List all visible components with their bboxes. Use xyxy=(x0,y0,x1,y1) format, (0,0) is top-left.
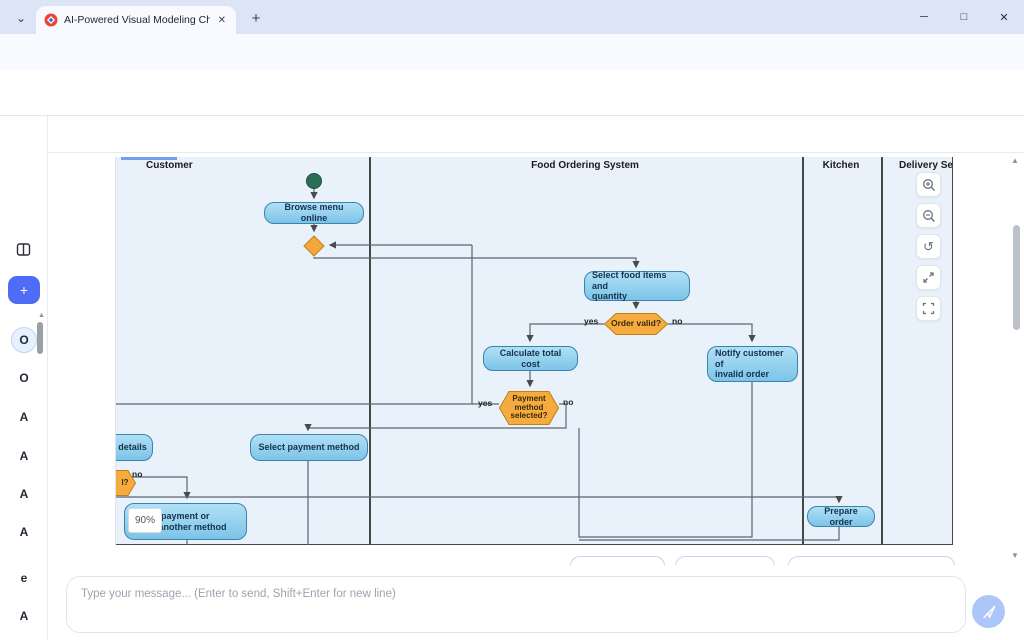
browser-tab[interactable]: AI-Powered Visual Modeling Ch ✕ xyxy=(36,6,236,34)
start-node[interactable] xyxy=(306,173,322,189)
node-label: details xyxy=(118,442,147,453)
reset-view-button[interactable]: ↺ xyxy=(916,234,941,259)
app-header: Chatbot Powered by Visual Paradigm ☾ Mor… xyxy=(0,70,1024,177)
sidebar-item[interactable]: A xyxy=(19,525,29,539)
sidebar-item[interactable]: e xyxy=(20,571,28,585)
flow-label-no: no xyxy=(563,397,574,407)
window-close-button[interactable]: ✕ xyxy=(999,11,1009,24)
sidebar-item[interactable]: A xyxy=(19,410,29,424)
diagram-right-edge xyxy=(952,157,953,545)
node-label: Select food items and xyxy=(592,269,667,291)
tab-title: AI-Powered Visual Modeling Ch xyxy=(64,14,210,26)
decision-label: l? xyxy=(121,477,129,487)
node-label: invalid order xyxy=(715,369,770,380)
sidebar-item[interactable]: O xyxy=(19,371,29,385)
flow-label-yes: yes xyxy=(584,316,599,326)
node-details-clipped[interactable]: details xyxy=(116,434,153,461)
zoom-level-badge: 90% xyxy=(128,508,162,533)
zoom-in-button[interactable] xyxy=(916,172,941,197)
tab-strip: ⌄ AI-Powered Visual Modeling Ch ✕ + ─ □ … xyxy=(0,0,1024,34)
message-input[interactable] xyxy=(67,577,965,632)
zoom-out-button[interactable] xyxy=(916,203,941,228)
node-label: e another method xyxy=(151,521,227,532)
window-minimize-button[interactable]: ─ xyxy=(920,11,928,23)
node-label: Prepare order xyxy=(824,505,858,527)
flow-label-yes: yes xyxy=(478,398,493,408)
lane-label-kitchen: Kitchen xyxy=(822,160,860,171)
node-prepare-order[interactable]: Prepare order xyxy=(807,506,875,527)
expand-button[interactable] xyxy=(916,265,941,290)
tab-close-icon[interactable]: ✕ xyxy=(217,14,226,26)
scrollbar-thumb[interactable] xyxy=(1013,225,1020,330)
sidebar-toggle-icon[interactable] xyxy=(16,242,31,257)
sidebar-item[interactable]: A xyxy=(19,487,29,501)
tab-search-chevron-icon[interactable]: ⌄ xyxy=(15,11,27,25)
tab-favicon xyxy=(44,13,58,27)
merge-diamond[interactable] xyxy=(303,235,325,257)
decision-label: Payment xyxy=(512,393,546,403)
flow-label-no: no xyxy=(672,316,683,326)
decision-clipped-left[interactable]: l? xyxy=(116,470,136,496)
decision-label: selected? xyxy=(510,411,548,421)
node-label: Browse menu online xyxy=(284,202,344,223)
diagram-bottom-edge xyxy=(116,543,953,545)
decision-payment-method-selected[interactable]: Payment method selected? xyxy=(499,391,559,425)
node-label: Select payment method xyxy=(258,442,360,453)
decision-order-valid[interactable]: Order valid? xyxy=(604,313,668,335)
decision-label: method xyxy=(514,402,544,412)
sidebar-item[interactable]: A xyxy=(19,449,29,463)
node-notify-customer[interactable]: Notify customer of invalid order xyxy=(707,346,798,382)
message-input-box[interactable] xyxy=(66,576,966,633)
lane-label-food-ordering-system: Food Ordering System xyxy=(531,160,639,171)
fullscreen-button[interactable] xyxy=(916,296,941,321)
node-select-food-items[interactable]: Select food items and quantity xyxy=(584,269,690,302)
flow-label-no: no xyxy=(132,469,143,479)
node-label: Calculate total cost xyxy=(499,347,562,369)
decision-label: Order valid? xyxy=(610,318,662,329)
node-select-payment-method[interactable]: Select payment method xyxy=(250,434,368,461)
chat-input-panel xyxy=(48,565,1024,640)
node-label: Notify customer of xyxy=(715,347,784,369)
new-tab-button[interactable]: + xyxy=(251,9,261,27)
lane-divider xyxy=(802,157,804,545)
scroll-up-icon[interactable]: ▲ xyxy=(1011,156,1019,165)
lane-divider xyxy=(369,157,371,545)
lane-label-delivery-service: Delivery Se xyxy=(899,160,953,171)
diagram-title-bar: Online Food Ordering Activity Diagram xyxy=(48,116,1024,259)
send-plane-icon xyxy=(982,605,995,618)
send-button[interactable] xyxy=(972,595,1005,628)
window-controls: ─ □ ✕ xyxy=(904,0,1024,34)
lane-label-customer: Customer xyxy=(146,160,193,171)
sidebar-scrollbar-thumb[interactable] xyxy=(37,322,43,354)
sidebar-item[interactable]: A xyxy=(19,609,29,623)
new-chat-button[interactable]: + xyxy=(8,276,40,304)
conversation-sidebar: + O O A A A A e A A e A ▲ ▼ xyxy=(0,116,48,640)
node-label: payment or xyxy=(161,510,210,521)
node-browse-menu-online[interactable]: Browse menu online xyxy=(264,202,364,224)
window-maximize-button[interactable]: □ xyxy=(960,11,968,23)
lane-divider xyxy=(881,157,883,545)
sidebar-item[interactable]: O xyxy=(11,327,37,353)
activity-diagram-canvas[interactable]: Customer Food Ordering System Kitchen De… xyxy=(115,157,953,545)
browser-toolbar: ← → ⟳ ai-toolbox.visual-paradigm.com/app… xyxy=(0,34,1024,100)
scroll-down-icon[interactable]: ▼ xyxy=(1011,551,1019,560)
node-calculate-total-cost[interactable]: Calculate total cost xyxy=(483,346,578,371)
connector-lines xyxy=(116,189,843,545)
sidebar-scroll-up-icon[interactable]: ▲ xyxy=(38,312,45,319)
node-label: quantity xyxy=(592,291,627,302)
selection-highlight-bar xyxy=(121,157,177,160)
